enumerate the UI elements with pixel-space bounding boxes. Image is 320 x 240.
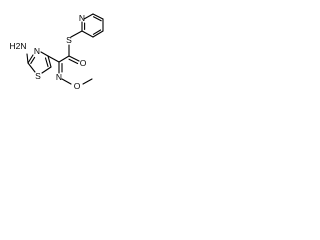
thiazole-bond-s-c2 bbox=[27, 62, 36, 73]
thiazole-bond-c2-n bbox=[27, 54, 34, 64]
pyridine-bond-c2-c3 bbox=[92, 13, 104, 20]
bond-oxime-o-methyl bbox=[82, 78, 93, 85]
bonds bbox=[26, 13, 104, 85]
pyridine-n-label: N bbox=[79, 13, 85, 23]
thiazole-n-label: N bbox=[34, 46, 40, 56]
bond-carbonyl-c-o-double bbox=[68, 58, 79, 65]
bond-carbonyl-c-alpha-c bbox=[58, 55, 70, 63]
thiazole-bond-n-c4 bbox=[40, 51, 49, 57]
pyridine-bond-c4-c5 bbox=[92, 30, 104, 38]
pyridine-bond-c4-c5-double bbox=[92, 29, 102, 35]
oxime-n-label: N bbox=[56, 72, 62, 82]
pyridine-bond-n-c2 bbox=[83, 13, 94, 20]
oxime-o-label: O bbox=[74, 81, 81, 91]
bond-carbonyl-c-o bbox=[68, 55, 80, 62]
chemical-structure-diagram: H2N N S S N O N O bbox=[9, 13, 104, 91]
amino-label: H2N bbox=[9, 41, 26, 51]
thiazole-bond-c5-s bbox=[41, 66, 52, 74]
thiazole-bond-c2-n-double bbox=[30, 56, 36, 64]
pyridine-bond-c3-c3-double bbox=[92, 16, 102, 22]
pyridine-bond-c5-c6 bbox=[81, 30, 94, 38]
thioester-s-label: S bbox=[66, 35, 72, 45]
thiazole-s-label: S bbox=[35, 71, 41, 81]
atom-labels: H2N N S S N O N O bbox=[9, 13, 86, 91]
thiazole-bond-c4-c5-double bbox=[44, 57, 49, 68]
bond-alpha-c-thiazole-c4 bbox=[47, 55, 60, 63]
carbonyl-o-label: O bbox=[80, 58, 87, 68]
bond-thiazole-c2-amino bbox=[26, 53, 29, 64]
bond-pyridine-thioester-s bbox=[70, 30, 83, 38]
bond-oxime-n-o bbox=[61, 78, 72, 85]
thiazole-bond-c4-c5 bbox=[47, 55, 52, 68]
